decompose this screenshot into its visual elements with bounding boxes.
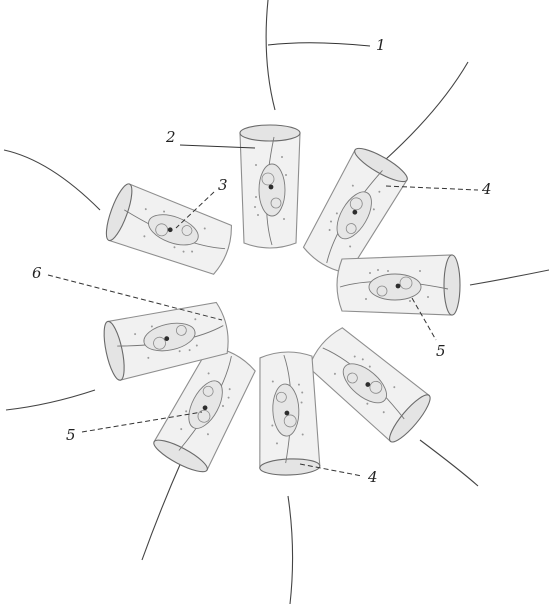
label-6: 6	[32, 264, 42, 282]
label-3: 3	[218, 176, 228, 194]
cell-top	[240, 125, 300, 248]
cell-rosette	[100, 125, 460, 477]
label-4-lower: 4	[367, 468, 378, 486]
label-2: 2	[165, 128, 176, 146]
cell-right	[337, 255, 460, 315]
label-1: 1	[376, 36, 386, 54]
flagellum-upper-right	[385, 62, 468, 160]
cell-lower-right	[302, 322, 435, 447]
flagellum-lower-right	[420, 440, 478, 486]
flagellum-bottom	[288, 496, 293, 604]
flagellum-lower-left	[142, 460, 182, 560]
label-4-upper: 4	[481, 180, 492, 198]
flagellum-upper-left	[4, 150, 100, 210]
leader-6	[48, 275, 222, 320]
label-5-left: 5	[66, 426, 76, 444]
flagellum-right	[470, 270, 549, 285]
flagella	[4, 0, 549, 604]
cell-upper-left	[101, 181, 237, 279]
leader-1	[268, 43, 370, 46]
cell-bottom	[256, 351, 320, 476]
flagellum-top	[266, 0, 275, 110]
flagellum-left	[6, 390, 95, 410]
label-5-right: 5	[436, 342, 446, 360]
